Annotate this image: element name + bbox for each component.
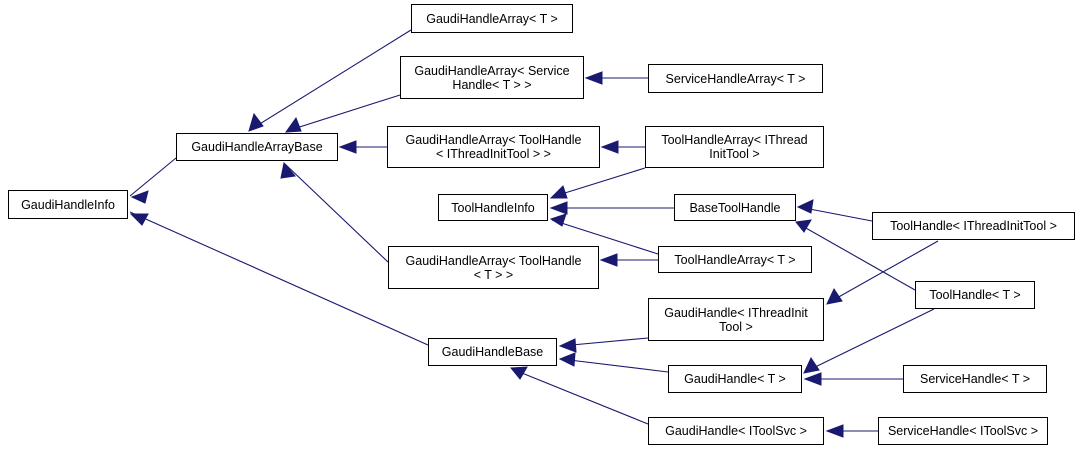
class-node-gaudi-handle-array-tool-handle-t[interactable]: GaudiHandleArray< ToolHandle < T > > [388, 246, 599, 289]
arrowhead-gaudi-handle-array-t-to-gaudi-handle-array-base [248, 112, 264, 132]
class-node-tool-handle-info[interactable]: ToolHandleInfo [438, 194, 548, 221]
arrowhead-base-tool-handle-to-tool-handle-info [549, 201, 568, 215]
class-node-gaudi-handle-info[interactable]: GaudiHandleInfo [8, 190, 128, 219]
class-node-gaudi-handle-itoolsvc[interactable]: GaudiHandle< IToolSvc > [648, 417, 824, 445]
class-node-tool-handle-array-t[interactable]: ToolHandleArray< T > [658, 246, 812, 273]
edge-gaudi-handle-t-to-gaudi-handle-base [560, 358, 669, 373]
edge-gaudi-handle-itoolsvc-to-gaudi-handle-base [511, 368, 649, 425]
arrowhead-tool-handle-array-ithreadinittool-to-tool-handle-info [549, 185, 568, 199]
edge-tool-handle-t-to-gaudi-handle-t [804, 308, 935, 373]
class-node-gaudi-handle-array-base[interactable]: GaudiHandleArrayBase [176, 133, 338, 161]
class-node-tool-handle-t[interactable]: ToolHandle< T > [915, 281, 1035, 309]
arrowhead-gaudi-handle-array-base-to-gaudi-handle-info [130, 190, 149, 204]
arrowhead-tool-handle-array-t-to-gaudi-handle-array-tool-handle-t [599, 253, 618, 267]
arrowhead-tool-handle-t-to-base-tool-handle [795, 219, 812, 233]
class-node-base-tool-handle[interactable]: BaseToolHandle [674, 194, 796, 221]
class-node-gaudi-handle-ithreadinittool[interactable]: GaudiHandle< IThreadInit Tool > [648, 298, 824, 341]
arrowhead-tool-handle-array-t-to-tool-handle-info [549, 213, 567, 227]
class-node-service-handle-t[interactable]: ServiceHandle< T > [903, 365, 1047, 393]
class-node-tool-handle-array-ithreadinittool[interactable]: ToolHandleArray< IThread InitTool > [645, 126, 824, 168]
arrowhead-tool-handle-ithreadinittool-to-gaudi-handle-ithreadinittool [826, 287, 843, 305]
arrowhead-gaudi-handle-array-service-handle-t-to-gaudi-handle-array-base [284, 116, 302, 133]
edge-gaudi-handle-base-to-gaudi-handle-info [129, 211, 429, 346]
arrowhead-gaudi-handle-itoolsvc-to-gaudi-handle-base [509, 366, 528, 380]
arrowhead-tool-handle-array-ithreadinittool-to-gaudi-handle-array-tool-handle-ithreadinittool [600, 140, 619, 154]
class-node-gaudi-handle-base[interactable]: GaudiHandleBase [428, 338, 557, 366]
arrowhead-service-handle-itoolsvc-to-gaudi-handle-itoolsvc [825, 424, 844, 438]
arrowhead-gaudi-handle-array-tool-handle-t-to-gaudi-handle-array-base [280, 161, 296, 179]
edge-tool-handle-array-t-to-tool-handle-info [551, 219, 659, 255]
edge-gaudi-handle-array-service-handle-t-to-gaudi-handle-array-base [286, 94, 401, 132]
edge-tool-handle-ithreadinittool-to-gaudi-handle-ithreadinittool [827, 240, 939, 304]
edge-gaudi-handle-array-tool-handle-t-to-gaudi-handle-array-base [284, 163, 389, 263]
arrowhead-tool-handle-t-to-gaudi-handle-t [803, 356, 820, 374]
class-node-service-handle-itoolsvc[interactable]: ServiceHandle< IToolSvc > [878, 417, 1048, 445]
edge-gaudi-handle-array-base-to-gaudi-handle-info [129, 157, 177, 197]
arrowhead-service-handle-t-to-gaudi-handle-t [803, 372, 822, 386]
class-node-gaudi-handle-array-service-handle-t[interactable]: GaudiHandleArray< Service Handle< T > > [400, 56, 584, 99]
edge-tool-handle-t-to-base-tool-handle [796, 222, 916, 291]
class-node-service-handle-array-t[interactable]: ServiceHandleArray< T > [648, 64, 823, 93]
edge-tool-handle-array-ithreadinittool-to-tool-handle-info [551, 167, 646, 198]
arrowhead-gaudi-handle-t-to-gaudi-handle-base [558, 352, 576, 367]
arrowhead-gaudi-handle-array-tool-handle-ithreadinittool-to-gaudi-handle-array-base [338, 140, 357, 154]
arrowhead-tool-handle-ithreadinittool-to-base-tool-handle [796, 199, 814, 214]
arrowhead-service-handle-array-t-to-gaudi-handle-array-service-handle-t [584, 71, 603, 85]
edge-gaudi-handle-array-t-to-gaudi-handle-array-base [249, 29, 412, 131]
class-node-tool-handle-ithreadinittool[interactable]: ToolHandle< IThreadInitTool > [872, 212, 1075, 240]
arrowhead-gaudi-handle-base-to-gaudi-handle-info [129, 213, 149, 226]
arrowhead-gaudi-handle-ithreadinittool-to-gaudi-handle-base [558, 338, 577, 353]
class-node-gaudi-handle-t[interactable]: GaudiHandle< T > [668, 365, 802, 393]
class-node-gaudi-handle-array-tool-handle-ithreadinittool[interactable]: GaudiHandleArray< ToolHandle < IThreadIn… [387, 126, 600, 168]
class-node-gaudi-handle-array-t[interactable]: GaudiHandleArray< T > [411, 4, 573, 33]
